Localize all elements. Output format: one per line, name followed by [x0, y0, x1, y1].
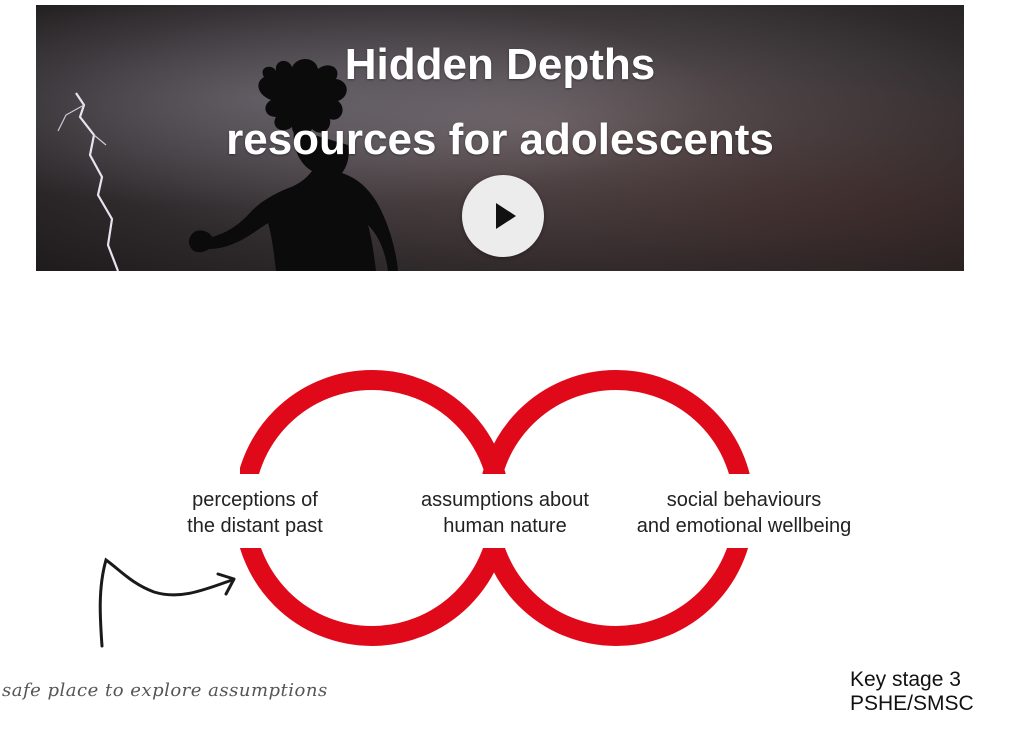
venn-label-band: [240, 474, 760, 548]
venn-label-right: social behaviours and emotional wellbein…: [608, 487, 880, 539]
venn-label-middle-line1: assumptions about: [421, 489, 589, 511]
venn-label-left: perceptions of the distant past: [160, 487, 350, 539]
lightning-bolt: [75, 92, 120, 271]
banner-scene-illustration: [57, 58, 398, 271]
lightning-branch: [93, 134, 107, 146]
venn-label-left-line2: the distant past: [187, 515, 323, 537]
play-icon: [496, 203, 516, 229]
handwritten-note: safe place to explore assumptions: [2, 680, 328, 701]
banner-subtitle: resources for adolescents: [226, 115, 774, 164]
venn-label-right-line2: and emotional wellbeing: [636, 515, 852, 537]
play-button[interactable]: [462, 175, 544, 257]
key-stage-label: Key stage 3: [850, 668, 961, 691]
girl-silhouette: [188, 58, 398, 271]
venn-label-middle: assumptions about human nature: [398, 487, 612, 539]
venn-diagram: [240, 370, 760, 646]
banner-title: Hidden Depths: [344, 40, 656, 89]
subjects-label: PSHE/SMSC: [850, 692, 974, 715]
video-banner[interactable]: Hidden Depths resources for adolescents: [36, 5, 964, 271]
lightning-branch: [57, 104, 85, 132]
venn-label-middle-line2: human nature: [443, 515, 567, 537]
key-stage-info: Key stage 3 PSHE/SMSC: [850, 668, 974, 716]
venn-label-right-line1: social behaviours: [666, 489, 822, 511]
venn-label-left-line1: perceptions of: [192, 489, 318, 511]
curved-arrow-icon: [98, 557, 236, 648]
